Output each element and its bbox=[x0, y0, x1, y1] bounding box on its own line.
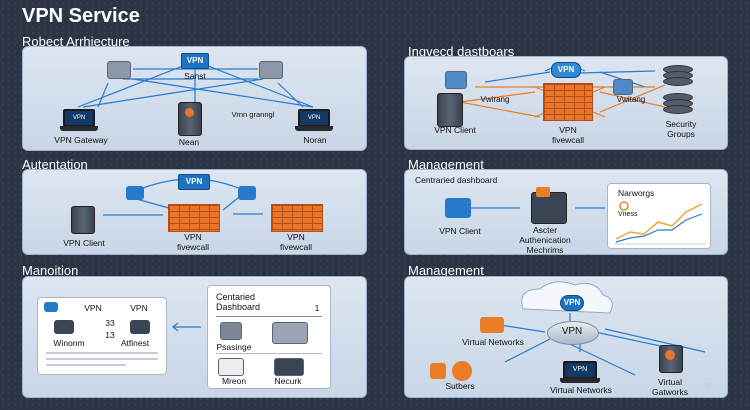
vpn-gateway-laptop-icon: VPN bbox=[60, 109, 98, 131]
card-subtitle: Vness bbox=[618, 211, 638, 218]
grid-icon bbox=[272, 322, 308, 344]
auth-server-icon bbox=[531, 187, 567, 224]
status-count-1: 33 bbox=[105, 318, 115, 328]
virtual-network-icon bbox=[480, 317, 504, 333]
dashboard-count: 1 bbox=[314, 303, 320, 313]
vpn-node: VPN bbox=[181, 53, 209, 69]
remote-laptop-icon: VPN bbox=[295, 109, 333, 131]
page-title: VPN Service bbox=[22, 5, 140, 27]
device-icon bbox=[259, 61, 283, 79]
section-heading-management: Management bbox=[408, 157, 484, 172]
necurk-label: Necurk bbox=[274, 376, 302, 386]
client-server-icon bbox=[437, 93, 463, 127]
firewall-icon-right bbox=[271, 204, 323, 232]
architecture-panel: VPN Sanst VPN VPN Gateway Nean Vrnn gran… bbox=[22, 46, 367, 151]
client-device-icon bbox=[71, 206, 95, 234]
vpn-router-icon bbox=[547, 321, 599, 345]
vpn-node: VPN bbox=[178, 174, 210, 190]
server-label: Nean bbox=[178, 137, 200, 147]
status-vpn-label-1: VPN bbox=[84, 303, 102, 313]
tunnel-label: Vrnn granngl bbox=[231, 110, 275, 119]
trend-line-chart-icon bbox=[614, 201, 706, 245]
card-title: Narworgs bbox=[618, 188, 655, 198]
status-label-left: Winonm bbox=[53, 338, 85, 348]
user-icon bbox=[220, 322, 242, 340]
database-icon-top bbox=[663, 65, 693, 87]
subscriber-icon-2 bbox=[452, 361, 472, 381]
virtual-networks-laptop-icon: VPN bbox=[560, 361, 600, 383]
gateway-server-icon bbox=[659, 345, 683, 373]
network-device-icon-left bbox=[54, 320, 74, 334]
monitor-icon bbox=[445, 71, 467, 89]
status-vpn-label-2: VPN bbox=[130, 303, 148, 313]
remote-label: Noran bbox=[303, 135, 327, 145]
subscriber-icon-1 bbox=[430, 363, 446, 379]
vpn-client-label: VPN Client bbox=[63, 238, 105, 248]
chart-icon bbox=[613, 79, 633, 95]
network-chart-card: Narworgs Vness bbox=[607, 183, 711, 249]
router-label: VPN bbox=[561, 326, 583, 337]
server-icon bbox=[178, 102, 202, 136]
dashboard-subtitle: Centraried dashboard bbox=[415, 175, 498, 185]
vpn-status-card: VPN VPN 33 13 Winonm Atfinest bbox=[37, 297, 167, 375]
vpn-client-label: VPN Client bbox=[439, 226, 481, 236]
section-heading-dashboards: Ingvecd dastboars bbox=[408, 44, 515, 59]
client-monitor-icon bbox=[445, 198, 471, 218]
link-label-right: Vwitang bbox=[616, 95, 646, 104]
window-icon bbox=[218, 358, 244, 376]
section-heading-architecture: Robect Arrhiecture bbox=[22, 34, 130, 49]
database-icon-bottom bbox=[663, 93, 693, 115]
section-heading-management-2: Management bbox=[408, 263, 484, 278]
virtual-networks-label: Virtual Networks bbox=[462, 337, 524, 347]
section-heading-authentication: Autentation bbox=[22, 157, 88, 172]
monitor-icon bbox=[274, 358, 304, 376]
architecture-connectors bbox=[77, 61, 314, 108]
network-device-icon-right bbox=[130, 320, 150, 334]
cloud-vpn-node: VPN bbox=[560, 295, 584, 311]
link-label-left: Vwirang bbox=[480, 95, 510, 104]
status-count-2: 13 bbox=[105, 330, 115, 340]
watermark: al bbox=[702, 380, 712, 392]
virtual-networks-label-2: Virtual Networks bbox=[550, 385, 612, 395]
firewall-icon-left bbox=[168, 204, 220, 232]
section-heading-monitoring: Manoition bbox=[22, 263, 79, 278]
mreon-label: Mreon bbox=[221, 376, 247, 386]
gateway-screen-label: VPN bbox=[72, 115, 86, 121]
status-icon bbox=[44, 302, 58, 312]
monitoring-arrow bbox=[172, 322, 201, 332]
remote-screen-label: VPN bbox=[307, 115, 321, 121]
vpn-client-label: VPN Client bbox=[434, 125, 476, 135]
vpn-gateway-label: VPN Gateway bbox=[54, 135, 108, 145]
user-group-icon bbox=[107, 61, 131, 79]
key-icon bbox=[126, 186, 144, 200]
laptop-screen-label: VPN bbox=[572, 366, 588, 373]
lock-icon bbox=[238, 186, 256, 200]
subscribers-label: Sutbers bbox=[445, 381, 475, 391]
center-label: Sanst bbox=[184, 71, 206, 81]
management-connectors bbox=[470, 207, 605, 209]
network-panel: VPN VPN Virtual Networks Sutbers VPN Vir… bbox=[404, 276, 728, 398]
firewall-icon bbox=[543, 83, 593, 121]
status-label-right: Atfinest bbox=[120, 338, 150, 348]
psasinge-label: Psasinge bbox=[216, 342, 252, 352]
vpn-cloud-node: VPN bbox=[551, 62, 581, 78]
